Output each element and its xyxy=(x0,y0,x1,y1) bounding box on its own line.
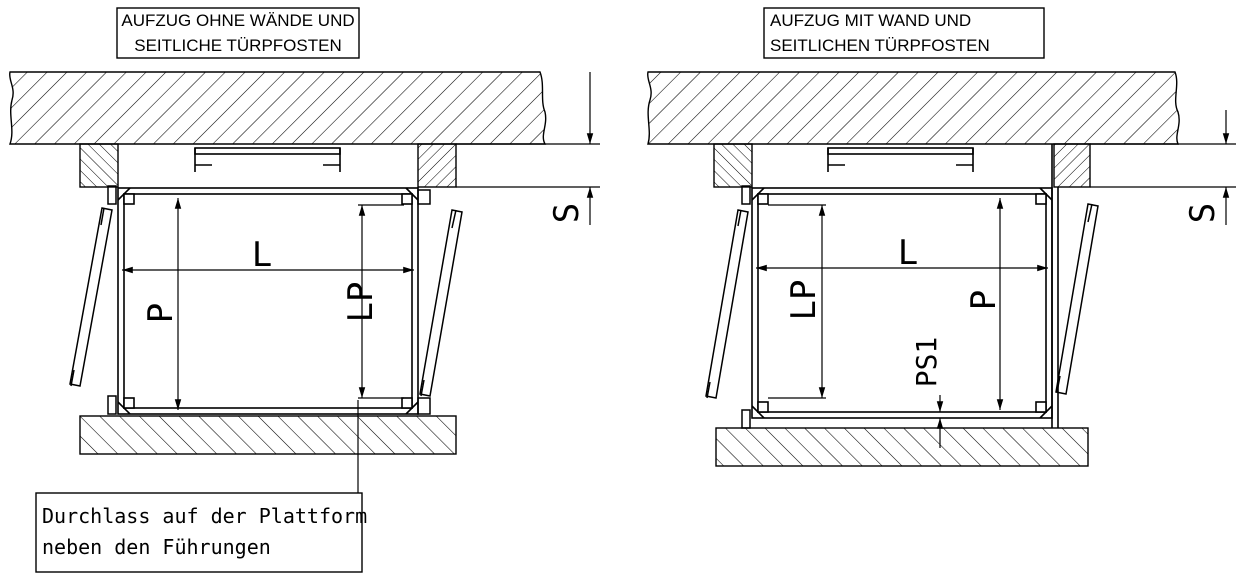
callout-line1: Durchlass auf der Plattform xyxy=(42,504,367,528)
right-swing-door-left xyxy=(705,185,751,429)
left-label-p: P xyxy=(141,303,181,323)
right-top-wall xyxy=(646,71,1180,145)
left-top-wall xyxy=(8,71,547,145)
left-title-line2: SEITLICHE TÜRPFOSTEN xyxy=(134,36,342,55)
right-dim-s xyxy=(1090,110,1236,225)
right-label-lp: LP xyxy=(784,280,824,321)
callout-line2: neben den Führungen xyxy=(42,535,271,559)
left-post-right xyxy=(417,143,457,188)
left-post-left xyxy=(79,143,119,188)
callout-box: Durchlass auf der Plattform neben den Fü… xyxy=(35,492,367,573)
left-title-line1: AUFZUG OHNE WÄNDE UND xyxy=(121,11,354,30)
right-dim-lp xyxy=(768,204,826,399)
left-dim-lp xyxy=(358,204,404,399)
left-platform xyxy=(117,187,419,415)
left-bottom-wall xyxy=(79,415,457,455)
left-swing-door-left xyxy=(69,185,117,415)
left-swing-door-right xyxy=(417,189,463,415)
right-title-line1: AUFZUG MIT WAND UND xyxy=(770,11,971,30)
right-platform xyxy=(751,187,1053,419)
right-label-s: S xyxy=(1183,203,1223,223)
right-swing-door-right xyxy=(1055,203,1099,395)
left-label-s: S xyxy=(547,203,587,223)
right-title-line2: SEITLICHEN TÜRPFOSTEN xyxy=(770,36,990,55)
left-title-box: AUFZUG OHNE WÄNDE UND SEITLICHE TÜRPFOST… xyxy=(116,7,360,59)
right-bottom-wall xyxy=(715,427,1089,467)
left-dim-s xyxy=(456,72,600,225)
left-label-lp: LP xyxy=(341,282,381,323)
right-label-ps1: PS1 xyxy=(910,337,943,388)
left-diagram: AUFZUG OHNE WÄNDE UND SEITLICHE TÜRPFOST… xyxy=(8,7,600,572)
right-diagram: AUFZUG MIT WAND UND SEITLICHEN TÜRPFOSTE… xyxy=(646,7,1236,467)
right-title-box: AUFZUG MIT WAND UND SEITLICHEN TÜRPFOSTE… xyxy=(763,7,1045,59)
right-post-left xyxy=(713,143,753,188)
right-label-p: P xyxy=(964,290,1004,310)
left-top-door xyxy=(194,147,341,172)
right-top-door xyxy=(827,147,974,172)
left-label-l: L xyxy=(252,235,272,275)
right-label-l: L xyxy=(898,233,918,273)
right-post-right xyxy=(1053,143,1091,188)
